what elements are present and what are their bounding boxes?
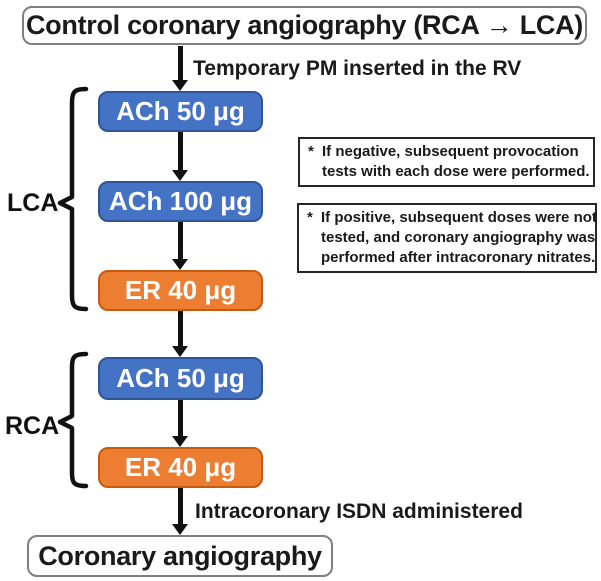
arrow-shaft bbox=[177, 400, 183, 439]
note-line: performed after intracoronary nitrates. bbox=[321, 249, 596, 266]
arrowhead-icon bbox=[172, 524, 188, 535]
rca-ach-50-box: ACh 50 μg bbox=[98, 357, 263, 400]
lca-er-40-label: ER 40 μg bbox=[124, 275, 237, 305]
lca-ach-50-label: ACh 50 μg bbox=[116, 96, 245, 126]
arrow-shaft bbox=[177, 222, 183, 262]
flow-arrow-down bbox=[172, 222, 188, 270]
note-line: tested, and coronary angiography was bbox=[321, 229, 596, 246]
arrowhead-icon bbox=[172, 80, 188, 91]
negative-note-text: If negative, subsequent provocation test… bbox=[322, 142, 590, 182]
positive-note-text: If positive, subsequent doses were not t… bbox=[321, 208, 597, 268]
lca-ach-50-box: ACh 50 μg bbox=[98, 91, 263, 132]
asterisk-marker: * bbox=[307, 209, 313, 226]
arrowhead-icon bbox=[172, 436, 188, 447]
note-line: If negative, subsequent provocation bbox=[322, 143, 579, 160]
flow-arrow-down bbox=[172, 132, 188, 181]
asterisk-marker: * bbox=[308, 143, 314, 160]
rca-er-40-box: ER 40 μg bbox=[98, 447, 263, 488]
note-line: tests with each dose were performed. bbox=[322, 163, 590, 180]
lca-er-40-box: ER 40 μg bbox=[98, 270, 263, 311]
rca-ach-50-label: ACh 50 μg bbox=[116, 363, 245, 393]
rca-group-label: RCA bbox=[5, 412, 60, 440]
pm-inserted-label: Temporary PM inserted in the RV bbox=[193, 57, 522, 80]
note-line: If positive, subsequent doses were not bbox=[321, 209, 597, 226]
control-angiography-label: Control coronary angiography (RCA → LCA) bbox=[25, 10, 583, 40]
arrowhead-icon bbox=[172, 346, 188, 357]
positive-note-box: * If positive, subsequent doses were not… bbox=[297, 203, 597, 273]
arrow-shaft bbox=[177, 132, 183, 173]
arrow-shaft bbox=[177, 488, 183, 527]
flow-arrow-down bbox=[172, 488, 188, 535]
flow-arrow-down bbox=[172, 46, 188, 91]
flow-arrow-down bbox=[172, 400, 188, 447]
arrowhead-icon bbox=[172, 259, 188, 270]
arrow-shaft bbox=[177, 311, 183, 349]
coronary-angiography-box: Coronary angiography bbox=[27, 535, 333, 577]
coronary-angiography-label: Coronary angiography bbox=[38, 540, 322, 571]
lca-ach-100-box: ACh 100 μg bbox=[98, 181, 263, 222]
negative-note-box: * If negative, subsequent provocation te… bbox=[298, 137, 595, 187]
flow-arrow-down bbox=[172, 311, 188, 357]
arrow-shaft bbox=[177, 46, 183, 83]
lca-bracket bbox=[57, 86, 89, 312]
lca-ach-100-label: ACh 100 μg bbox=[108, 186, 253, 216]
control-angiography-box: Control coronary angiography (RCA → LCA) bbox=[22, 6, 587, 45]
isdn-administered-label: Intracoronary ISDN administered bbox=[195, 500, 523, 523]
arrowhead-icon bbox=[172, 170, 188, 181]
rca-er-40-label: ER 40 μg bbox=[124, 452, 237, 482]
rca-bracket bbox=[57, 351, 89, 489]
lca-group-label: LCA bbox=[7, 189, 59, 217]
